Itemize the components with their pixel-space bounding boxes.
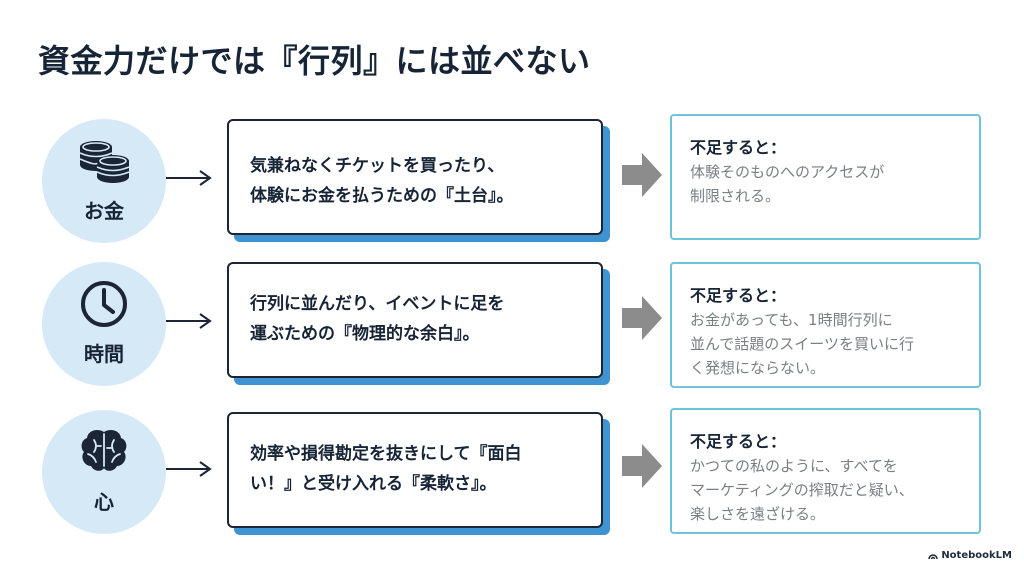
brand-watermark: NotebookLM (928, 550, 1012, 561)
time-description: 行列に並んだり、イベントに足を 運ぶための『物理的な余白』。 (250, 294, 505, 344)
time-circle: 時間 (42, 262, 166, 386)
money-outcome-text: 体験そのものへのアクセスが 制限される。 (690, 163, 885, 205)
heart-description-box: 効率や損得勘定を抜きにして『面白 い！』と受け入れる『柔軟さ』。 (227, 412, 603, 528)
heart-label: 心 (94, 490, 114, 514)
coins-icon (79, 141, 130, 183)
time-outcome-box: 不足すると： お金があっても、1時間行列に 並んで話題のスイーツを買いに行 く発… (670, 262, 981, 388)
time-label: 時間 (84, 342, 124, 366)
money-outcome-heading: 不足すると： (690, 138, 787, 157)
row-time: 時間 行列に並んだり、イベントに足を 運ぶための『物理的な余白』。 不足すると：… (0, 262, 1024, 392)
page-title: 資金力だけでは『行列』には並べない (38, 42, 591, 80)
brain-icon (81, 430, 127, 471)
heart-description: 効率や損得勘定を抜きにして『面白 い！』と受け入れる『柔軟さ』。 (250, 444, 522, 494)
money-description-box: 気兼ねなくチケットを買ったり、 体験にお金を払うための『土台』。 (227, 119, 603, 235)
money-circle: お金 (42, 119, 166, 243)
arrow-right-icon (166, 461, 212, 477)
arrow-right-icon (166, 170, 212, 186)
arrow-right-icon (166, 313, 212, 329)
time-outcome-heading: 不足すると： (690, 286, 787, 305)
time-outcome-text: お金があっても、1時間行列に 並んで話題のスイーツを買いに行 く発想にならない。 (690, 311, 914, 377)
gray-arrow-icon (622, 444, 662, 488)
notebooklm-logo-icon (928, 553, 939, 559)
time-description-box: 行列に並んだり、イベントに足を 運ぶための『物理的な余白』。 (227, 262, 603, 378)
money-description: 気兼ねなくチケットを買ったり、 体験にお金を払うための『土台』。 (250, 156, 514, 206)
row-money: お金 気兼ねなくチケットを買ったり、 体験にお金を払うための『土台』。 不足する… (0, 114, 1024, 249)
money-outcome-box: 不足すると： 体験そのものへのアクセスが 制限される。 (670, 114, 981, 240)
heart-outcome-box: 不足すると： かつての私のように、すべてを マーケティングの搾取だと疑い、 楽し… (670, 408, 981, 534)
row-heart: 心 効率や損得勘定を抜きにして『面白 い！』と受け入れる『柔軟さ』。 不足すると… (0, 408, 1024, 540)
heart-circle: 心 (42, 410, 166, 534)
heart-outcome-text: かつての私のように、すべてを マーケティングの搾取だと疑い、 楽しさを遠ざける。 (690, 457, 914, 523)
brand-name: NotebookLM (941, 550, 1012, 561)
clock-icon (81, 281, 127, 327)
heart-outcome-heading: 不足すると： (690, 432, 787, 451)
money-label: お金 (84, 199, 124, 223)
gray-arrow-icon (622, 296, 662, 340)
gray-arrow-icon (622, 153, 662, 197)
